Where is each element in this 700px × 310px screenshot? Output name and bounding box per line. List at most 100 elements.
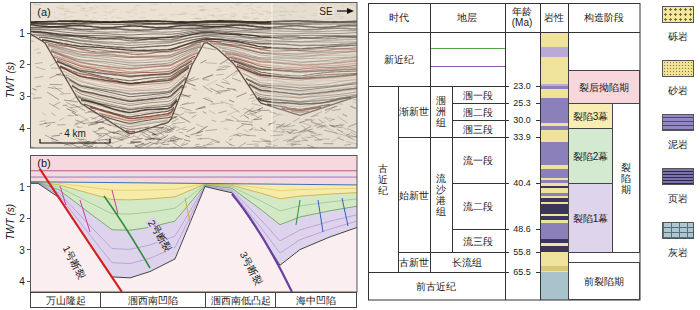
axis-tick-label: 3 bbox=[19, 91, 25, 102]
stage-period-box: 裂陷期 bbox=[612, 103, 640, 253]
lithology-bed bbox=[541, 216, 568, 220]
basement-noise bbox=[196, 106, 206, 109]
table-cell: 涠三段 bbox=[463, 124, 493, 135]
lithology-bed bbox=[541, 154, 568, 157]
basement-noise bbox=[152, 134, 160, 139]
minor-fault bbox=[80, 200, 90, 232]
basement-noise bbox=[32, 89, 36, 91]
basement-noise bbox=[187, 79, 199, 82]
basement-noise bbox=[260, 139, 272, 142]
basement-noise bbox=[66, 115, 79, 116]
lithology-bed bbox=[541, 252, 568, 255]
lithology-bed bbox=[541, 229, 568, 234]
basement-noise bbox=[87, 141, 95, 142]
basement-noise bbox=[46, 125, 50, 127]
seismic-noise bbox=[263, 11, 269, 12]
lithology-bed bbox=[541, 86, 568, 89]
minor-fault bbox=[296, 200, 300, 225]
lithology-bed bbox=[541, 63, 568, 66]
seismic-noise bbox=[233, 16, 236, 18]
lithology-bed bbox=[541, 123, 568, 126]
panel-letter: (b) bbox=[35, 157, 52, 169]
age-tick bbox=[536, 229, 540, 230]
seismic-noise bbox=[258, 13, 262, 14]
seismic-noise bbox=[151, 10, 156, 12]
minor-fault bbox=[318, 200, 323, 232]
basement-noise bbox=[168, 140, 179, 142]
basement-noise bbox=[159, 140, 168, 142]
node-text: 海中凹陷 bbox=[296, 295, 336, 306]
basement-noise bbox=[75, 122, 79, 124]
basement-noise bbox=[216, 91, 227, 94]
seismic-noise bbox=[65, 11, 70, 12]
basement-noise bbox=[35, 63, 43, 64]
age-ticks bbox=[505, 87, 540, 273]
node-text: 裂陷2幕 bbox=[573, 151, 609, 162]
seismic-noise bbox=[182, 12, 187, 14]
basement-noise bbox=[216, 84, 225, 88]
basement-noise bbox=[34, 49, 40, 50]
age-tick bbox=[536, 103, 540, 104]
age-tick bbox=[505, 137, 509, 138]
basement-noise bbox=[81, 120, 88, 122]
lithology-bed bbox=[541, 196, 568, 198]
seismic-noise bbox=[216, 10, 221, 11]
basement-noise bbox=[93, 135, 105, 142]
lithology-bed bbox=[541, 178, 568, 180]
horizon-line bbox=[30, 183, 357, 231]
basement-noise bbox=[145, 138, 155, 141]
seismic-noise bbox=[92, 12, 97, 13]
legend-label: 泥岩 bbox=[668, 139, 688, 150]
lithology-bed bbox=[541, 246, 568, 250]
region-box: 涠西南低凸起 bbox=[205, 292, 276, 308]
lithology-bed bbox=[541, 284, 568, 287]
basement-noise bbox=[259, 107, 263, 109]
basement-noise bbox=[48, 87, 53, 88]
seismic-noise bbox=[33, 3, 41, 5]
age-tick bbox=[505, 272, 509, 273]
seismic-noise bbox=[252, 10, 257, 11]
scale-label: 4 km bbox=[62, 128, 88, 139]
legend-swatch bbox=[662, 114, 694, 131]
lithology-bed bbox=[541, 157, 568, 159]
seismic-noise bbox=[169, 14, 172, 15]
basement-noise bbox=[261, 128, 266, 132]
lithology-bed bbox=[541, 180, 568, 182]
basement-noise bbox=[51, 138, 58, 141]
lithology-bed bbox=[541, 239, 568, 243]
axis-tick-label: 4 bbox=[19, 276, 25, 287]
node-text: 裂后拗陷期 bbox=[579, 82, 629, 93]
stage-band: 裂陷2幕 bbox=[568, 128, 613, 184]
basement-noise bbox=[36, 86, 41, 88]
seismic-noise bbox=[75, 5, 82, 6]
basement-noise bbox=[229, 134, 239, 137]
lithology-bed bbox=[541, 82, 568, 84]
seismic-noise bbox=[71, 12, 76, 13]
basement-noise bbox=[209, 110, 216, 114]
table-line bbox=[452, 120, 505, 121]
seismic-noise bbox=[116, 17, 123, 19]
basement-noise bbox=[79, 115, 89, 121]
seismic-ground bbox=[30, 2, 357, 148]
horizon-line bbox=[30, 183, 357, 249]
age-tick bbox=[536, 137, 540, 138]
legend-swatch bbox=[662, 222, 694, 239]
basement-noise bbox=[249, 122, 253, 123]
basement-noise bbox=[191, 115, 196, 118]
basement-noise bbox=[227, 88, 236, 90]
table-line bbox=[505, 3, 506, 300]
survey-boundary bbox=[272, 2, 273, 148]
panel-letter: (a) bbox=[35, 6, 52, 18]
stage-band: 裂后拗陷期 bbox=[568, 70, 640, 104]
seismic-noise bbox=[257, 6, 262, 8]
basement-noise bbox=[51, 113, 55, 116]
lithology-bed bbox=[541, 110, 568, 114]
seismic-noise bbox=[137, 5, 141, 7]
region-box: 海中凹陷 bbox=[275, 292, 357, 308]
panel-frame bbox=[31, 3, 358, 149]
lithology-bed bbox=[541, 142, 568, 145]
basement-noise bbox=[148, 142, 158, 145]
basement-noise bbox=[247, 144, 259, 145]
lithology-bed bbox=[541, 130, 568, 135]
